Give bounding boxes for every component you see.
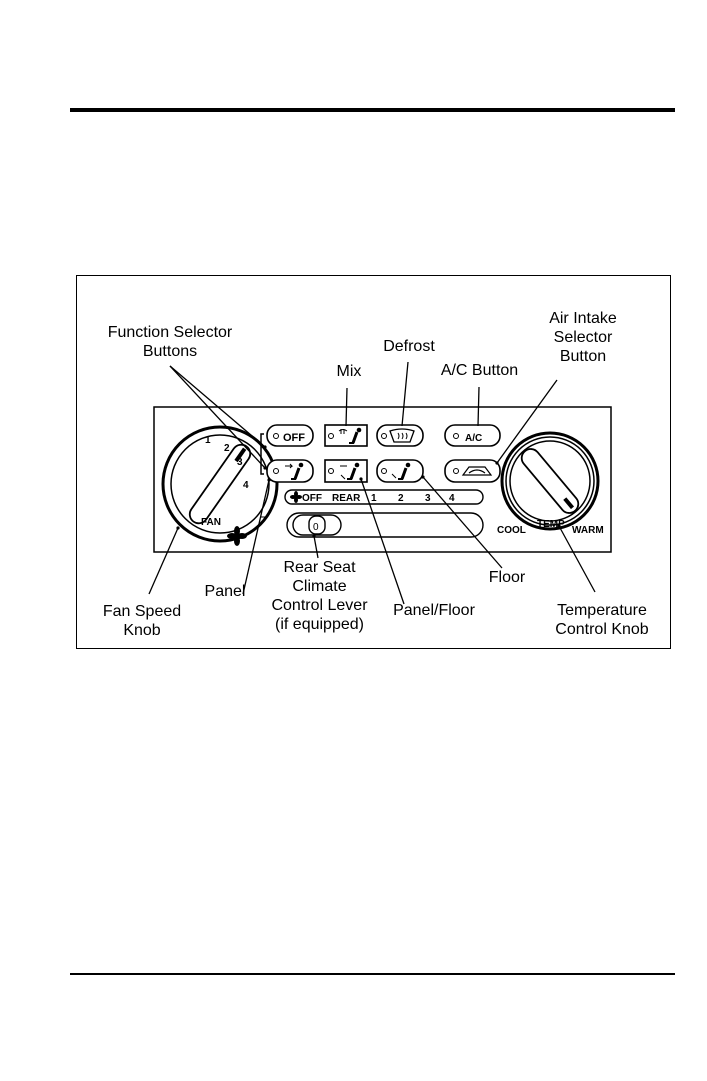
fan-knob-label: FAN <box>201 517 221 528</box>
bottom-rule <box>70 973 675 975</box>
rear-strip-number-4: 4 <box>449 493 455 504</box>
off-button-label: OFF <box>283 432 305 444</box>
rear-climate-lever[interactable]: 0 <box>287 513 483 537</box>
rear-strip-number-3: 3 <box>425 493 431 504</box>
top-rule <box>70 108 675 112</box>
temp-cool-label: COOL <box>497 525 526 536</box>
off-button[interactable]: OFF <box>267 425 313 446</box>
mix-button[interactable] <box>325 425 367 446</box>
fan-number-3: 3 <box>237 457 243 468</box>
air-intake-selector-button[interactable] <box>445 460 500 482</box>
fan-number-1: 1 <box>205 435 211 446</box>
fan-number-4: 4 <box>243 480 249 491</box>
climate-control-figure: 1 2 3 4 FAN OFF <box>76 275 671 649</box>
ac-button-label: A/C <box>465 433 482 444</box>
panel-button[interactable] <box>267 460 313 482</box>
rear-strip-number-2: 2 <box>398 493 404 504</box>
rear-strip-rear: REAR <box>332 493 361 504</box>
rear-strip-number-1: 1 <box>371 493 377 504</box>
temp-warm-label: WARM <box>572 525 604 536</box>
floor-button[interactable] <box>377 460 423 482</box>
defrost-icon <box>390 429 414 442</box>
rear-fan-scale: OFF REAR 1 2 3 4 <box>285 490 483 504</box>
lever-label: 0 <box>313 522 319 533</box>
callout-floor: Floor <box>477 568 537 587</box>
callout-mix: Mix <box>329 362 369 381</box>
fan-number-2: 2 <box>224 443 230 454</box>
temperature-control-knob[interactable] <box>502 433 598 529</box>
rear-strip-off: OFF <box>302 493 322 504</box>
callout-panel: Panel <box>195 582 255 601</box>
defrost-button[interactable] <box>377 425 423 446</box>
callout-defrost: Defrost <box>369 337 449 356</box>
callout-ac-button: A/C Button <box>427 361 532 380</box>
callout-panel-floor: Panel/Floor <box>379 601 489 620</box>
ac-button[interactable]: A/C <box>445 425 500 446</box>
